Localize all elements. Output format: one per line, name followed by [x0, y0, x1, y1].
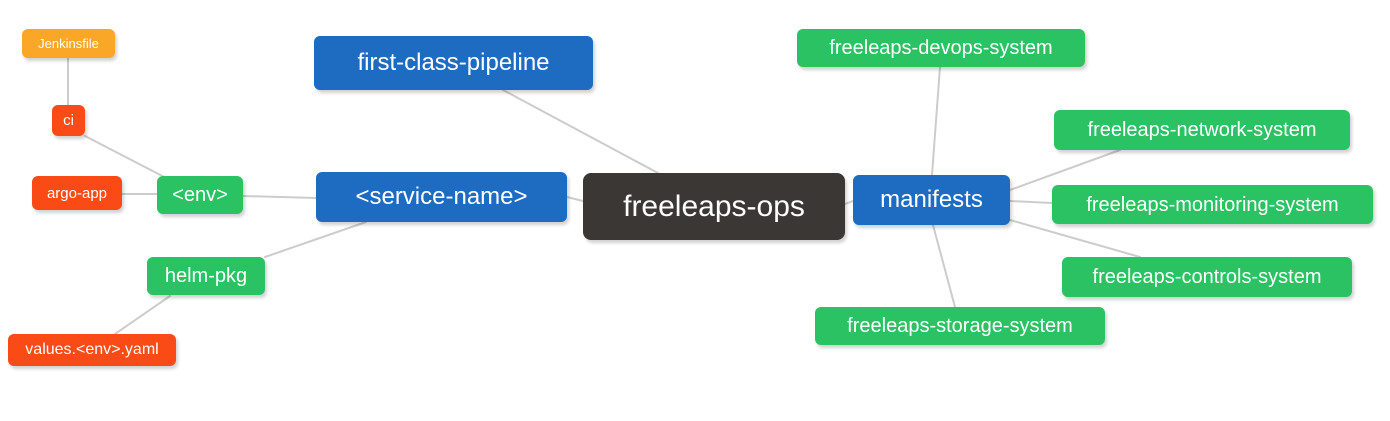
- node-first-class-pipeline[interactable]: first-class-pipeline: [314, 36, 593, 90]
- edge-helm-pkg-values: [114, 295, 171, 335]
- node-freeleaps-controls-system[interactable]: freeleaps-controls-system: [1062, 257, 1352, 297]
- node-freeleaps-monitoring-system[interactable]: freeleaps-monitoring-system: [1052, 185, 1373, 224]
- edge-manifests-controls-system: [1009, 219, 1141, 258]
- node-argo-app[interactable]: argo-app: [32, 176, 122, 210]
- edge-pipeline-freeleaps-ops: [502, 89, 659, 174]
- node-manifests[interactable]: manifests: [853, 175, 1010, 225]
- node-freeleaps-devops-system[interactable]: freeleaps-devops-system: [797, 29, 1085, 67]
- edge-env-service-name: [242, 195, 317, 199]
- node-jenkinsfile[interactable]: Jenkinsfile: [22, 29, 115, 58]
- edge-manifests-storage-system: [932, 224, 956, 308]
- edge-ops-manifests: [844, 200, 854, 205]
- node-freeleaps-ops-root[interactable]: freeleaps-ops: [583, 173, 845, 240]
- edge-manifests-network-system: [1009, 149, 1121, 191]
- node-ci[interactable]: ci: [52, 105, 85, 136]
- node-values-env-yaml[interactable]: values.<env>.yaml: [8, 334, 176, 366]
- edge-ci-env: [84, 135, 171, 181]
- edge-manifests-monitoring: [1009, 200, 1053, 204]
- edge-manifests-devops-system: [931, 66, 941, 176]
- edge-service-name-helm-pkg: [264, 221, 367, 258]
- node-env[interactable]: <env>: [157, 176, 243, 214]
- edge-service-name-ops: [566, 196, 584, 202]
- node-freeleaps-storage-system[interactable]: freeleaps-storage-system: [815, 307, 1105, 345]
- node-helm-pkg[interactable]: helm-pkg: [147, 257, 265, 295]
- node-freeleaps-network-system[interactable]: freeleaps-network-system: [1054, 110, 1350, 150]
- node-service-name[interactable]: <service-name>: [316, 172, 567, 222]
